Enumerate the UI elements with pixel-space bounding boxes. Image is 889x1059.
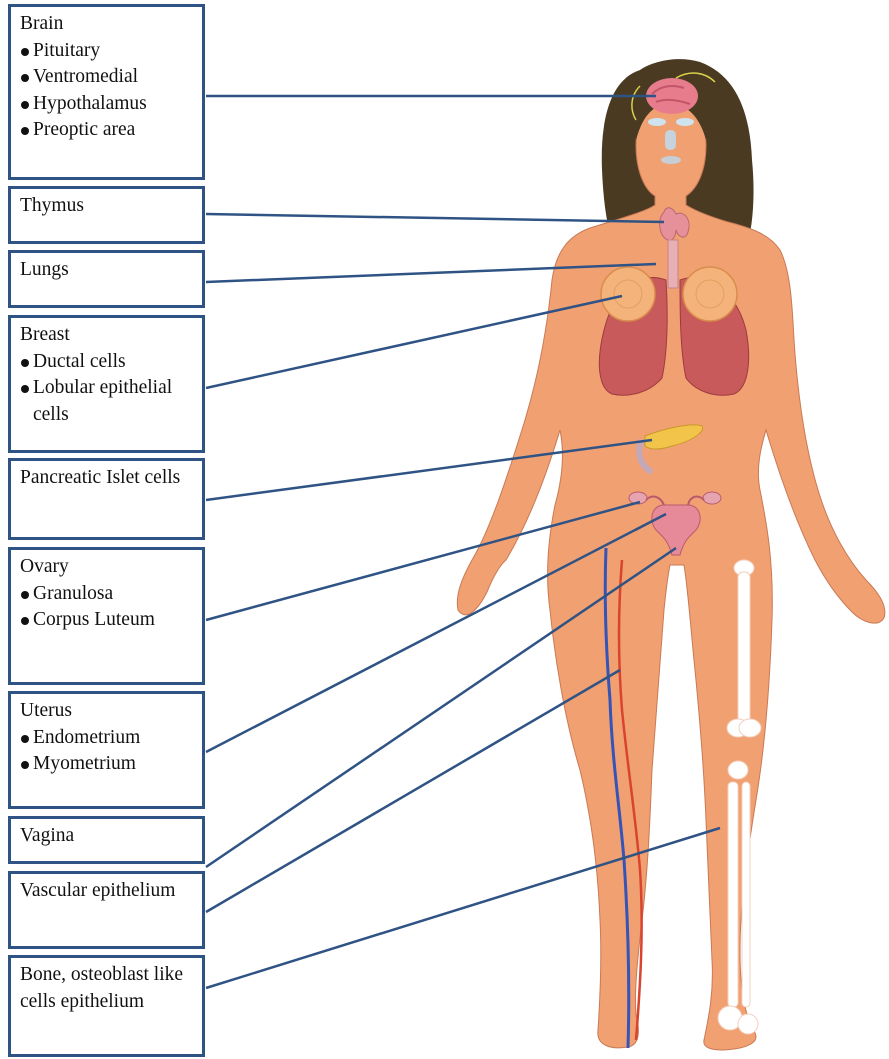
list-item: Ductal cells [20, 349, 194, 376]
label-title: Lungs [20, 257, 194, 284]
breast-left-organ [601, 267, 655, 321]
label-box-lungs: Lungs [8, 250, 205, 308]
label-title: Pancreatic Islet cells [20, 465, 194, 492]
list-item: Pituitary [20, 38, 194, 65]
label-title: Uterus [20, 698, 194, 725]
label-box-vascular: Vascular epithelium [8, 871, 205, 949]
label-box-pancreas: Pancreatic Islet cells [8, 458, 205, 540]
label-title: Bone, osteoblast like cells epithelium [20, 962, 194, 1015]
label-box-vagina: Vagina [8, 816, 205, 864]
list-item: Myometrium [20, 751, 194, 778]
label-box-uterus: Uterus Endometrium Myometrium [8, 691, 205, 809]
list-item: Corpus Luteum [20, 607, 194, 634]
label-box-bone: Bone, osteoblast like cells epithelium [8, 955, 205, 1057]
label-title: Brain [20, 11, 194, 38]
list-item: Ventromedial [20, 64, 194, 91]
label-box-brain: Brain Pituitary Ventromedial Hypothalamu… [8, 4, 205, 180]
label-box-breast: Breast Ductal cells Lobular epithelial c… [8, 315, 205, 453]
list-item: Granulosa [20, 581, 194, 608]
ovary-right-organ [703, 492, 721, 504]
breast-right-organ [683, 267, 737, 321]
label-box-thymus: Thymus [8, 186, 205, 244]
list-item: Endometrium [20, 725, 194, 752]
list-item: Hypothalamus [20, 91, 194, 118]
label-title: Vagina [20, 823, 194, 850]
list-item: Lobular epithelial cells [20, 375, 194, 428]
leader-line-thymus [206, 214, 664, 222]
list-item: Preoptic area [20, 117, 194, 144]
label-title: Vascular epithelium [20, 878, 194, 905]
label-title: Thymus [20, 193, 194, 220]
label-box-ovary: Ovary Granulosa Corpus Luteum [8, 547, 205, 685]
label-title: Breast [20, 322, 194, 349]
label-title: Ovary [20, 554, 194, 581]
leader-line-vascular [206, 670, 620, 912]
